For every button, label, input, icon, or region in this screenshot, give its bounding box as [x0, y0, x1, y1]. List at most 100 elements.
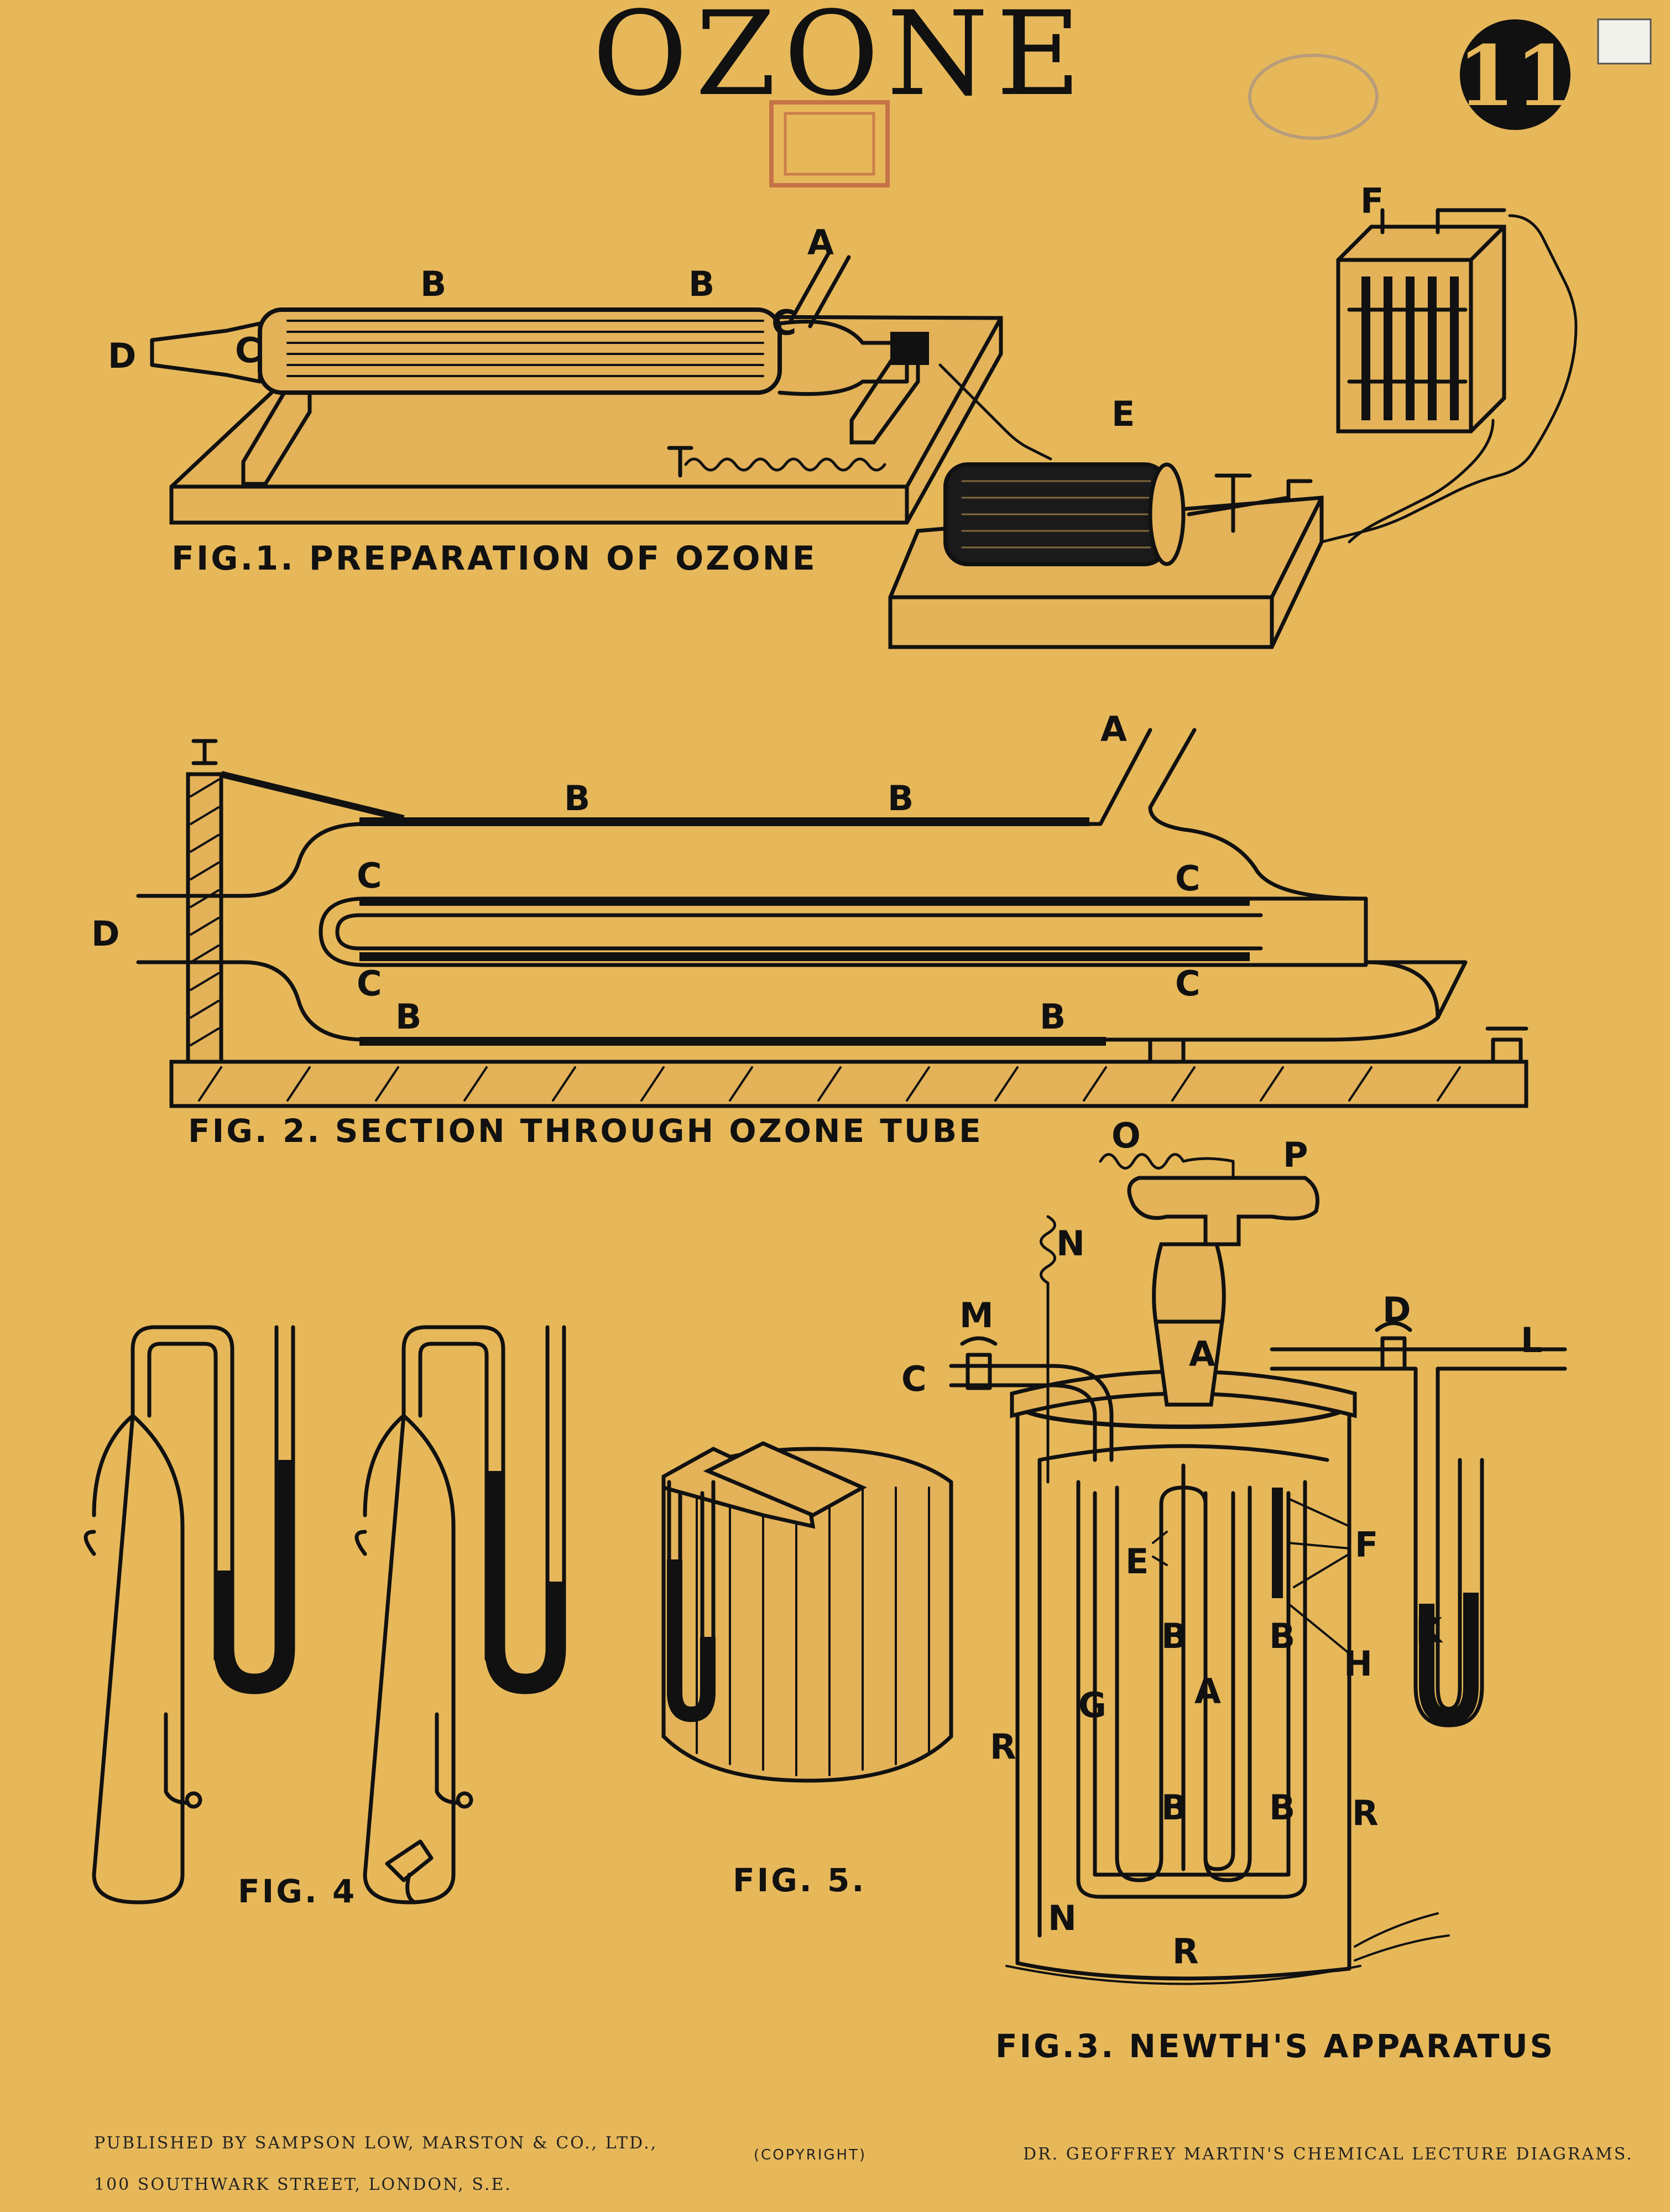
fig4-caption: FIG. 4: [238, 1872, 357, 1910]
fig1-label-A: A: [807, 222, 834, 263]
fig4-liquid-right: [487, 1471, 563, 1692]
fig3-label-F: F: [1355, 1525, 1378, 1565]
fig5-cover: [661, 1447, 816, 1529]
fig3-label-K: K: [1416, 1610, 1443, 1651]
fig1-battery: [1336, 208, 1506, 434]
fig3-label-B4: B: [1269, 1787, 1295, 1828]
fig3-liquid-K: [1419, 1593, 1479, 1725]
fig3-label-A1: A: [1189, 1334, 1215, 1374]
copyright-note: (COPYRIGHT): [754, 2147, 867, 2163]
fig2-label-C1: C: [357, 855, 382, 896]
fig2-label-B4: B: [1040, 997, 1066, 1037]
fig4-liquid-left: [216, 1460, 293, 1692]
fig1-tube-nozzle: [150, 321, 262, 384]
fig2-outer-tube: [136, 728, 1468, 1042]
fig2-inner-tube: [319, 896, 1440, 1020]
fig1-drawing: [150, 208, 1578, 649]
fig3-label-H: H: [1344, 1644, 1372, 1684]
fig1-label-D: D: [108, 336, 136, 376]
fig1-battery-wire: [1320, 214, 1578, 544]
fig1-tube-hatching: [286, 320, 764, 377]
fig1-coil-windings: [961, 480, 1151, 549]
fig1-interrupter: [1187, 473, 1313, 533]
fig3-label-A2: A: [1194, 1671, 1221, 1712]
fig2-drawing: [136, 728, 1528, 1108]
fig1-label-B1: B: [420, 264, 446, 304]
fig3-label-P: P: [1283, 1135, 1308, 1175]
fig2-label-C3: C: [357, 963, 382, 1004]
fig1-side-arm-A: [789, 249, 851, 328]
fig3-label-R1: R: [990, 1726, 1016, 1767]
fig1-label-C2: C: [771, 302, 797, 343]
fig3-label-G: G: [1078, 1685, 1107, 1725]
fig3-tap-M: [960, 1336, 998, 1390]
fig3-pointers: [1152, 1498, 1350, 1655]
fig1-label-C1: C: [235, 330, 260, 371]
fig3-wire-O: [1099, 1153, 1235, 1180]
fig2-label-B1: B: [564, 778, 590, 818]
fig1-terminal-post: [667, 446, 693, 478]
fig2-caption: FIG. 2. SECTION THROUGH OZONE TUBE: [188, 1112, 983, 1150]
fig2-terminal: [1485, 1026, 1528, 1064]
oval-stamp: [1248, 54, 1379, 140]
fig4-u-right: [484, 1325, 566, 1694]
fig2-label-D: D: [91, 914, 119, 954]
fig1-tube-body: [258, 307, 782, 395]
fig2-post: [186, 772, 223, 1064]
fig4-tube-left: [92, 1325, 234, 1905]
fig5-liquid: [667, 1559, 716, 1723]
fig1-terminal: [890, 332, 929, 365]
fig4-tube-right: [363, 1325, 505, 1905]
fig3-stopper: [1152, 1242, 1226, 1324]
fig5-cover2: [703, 1441, 867, 1517]
publisher-line-1: PUBLISHED BY SAMPSON LOW, MARSTON & CO.,…: [94, 2133, 657, 2153]
fig1-wire-coil: [684, 363, 1052, 472]
fig2-board: [169, 1060, 1528, 1108]
fig3-label-B2: B: [1269, 1616, 1295, 1656]
fig3-label-R3: R: [1172, 1931, 1199, 1971]
fig5-beaker-lines: [696, 1486, 930, 1776]
plate-number: 11: [1458, 28, 1573, 125]
fig1-caption: FIG.1. PREPARATION OF OZONE: [171, 539, 817, 578]
fig3-handle-P: [1127, 1176, 1319, 1246]
fig3-caption: FIG.3. NEWTH'S APPARATUS: [995, 2027, 1555, 2065]
fig3-label-C: C: [901, 1359, 927, 1399]
fig2-label-A: A: [1100, 709, 1127, 749]
series-credit: DR. GEOFFREY MARTIN'S CHEMICAL LECTURE D…: [1023, 2145, 1634, 2164]
fig3-tube-C: [949, 1364, 1114, 1462]
fig3-stopper-neck: [1154, 1319, 1224, 1407]
fig3-inner-vessel-2: [1093, 1491, 1291, 1877]
corner-label: [1597, 18, 1652, 65]
fig2-lead-wire: [220, 771, 405, 822]
fig2-label-B2: B: [888, 778, 914, 818]
plate-number-badge: 11: [1458, 19, 1573, 130]
fig3-label-N2: N: [1048, 1898, 1077, 1938]
fig1-label-F: F: [1360, 181, 1384, 221]
fig4-u-left: [213, 1325, 295, 1694]
fig3-label-L: L: [1521, 1320, 1543, 1360]
fig2-label-C2: C: [1175, 858, 1201, 899]
fig3-tap-D: [1375, 1321, 1412, 1371]
fig3-wire-N: [1040, 1215, 1056, 1484]
fig3-inner-vessel: [1076, 1480, 1307, 1899]
fig2-label-C4: C: [1175, 963, 1201, 1004]
fig3-outer-jar: [1015, 1397, 1351, 1981]
fig3-label-R2: R: [1352, 1793, 1379, 1833]
fig3-base-shading: [1005, 1912, 1450, 1985]
fig3-tube-L: [1270, 1347, 1567, 1728]
fig3-label-M: M: [959, 1295, 994, 1335]
fig1-label-E: E: [1111, 394, 1135, 434]
fig3-label-O: O: [1111, 1115, 1141, 1156]
library-stamp: [769, 100, 890, 187]
fig5-drawing: [661, 1441, 953, 1783]
fig5-caption: FIG. 5.: [733, 1861, 866, 1899]
fig2-board-hatching: [198, 1066, 1461, 1102]
fig3-drawing: [949, 1153, 1567, 1985]
fig2-label-B3: B: [395, 997, 421, 1037]
fig4-drawing: [84, 1325, 566, 1905]
fig1-label-B2: B: [688, 264, 714, 304]
publisher-line-2: 100 SOUTHWARK STREET, LONDON, S.E.: [94, 2175, 512, 2194]
fig3-label-B1: B: [1161, 1616, 1187, 1656]
fig3-label-E: E: [1125, 1541, 1149, 1582]
